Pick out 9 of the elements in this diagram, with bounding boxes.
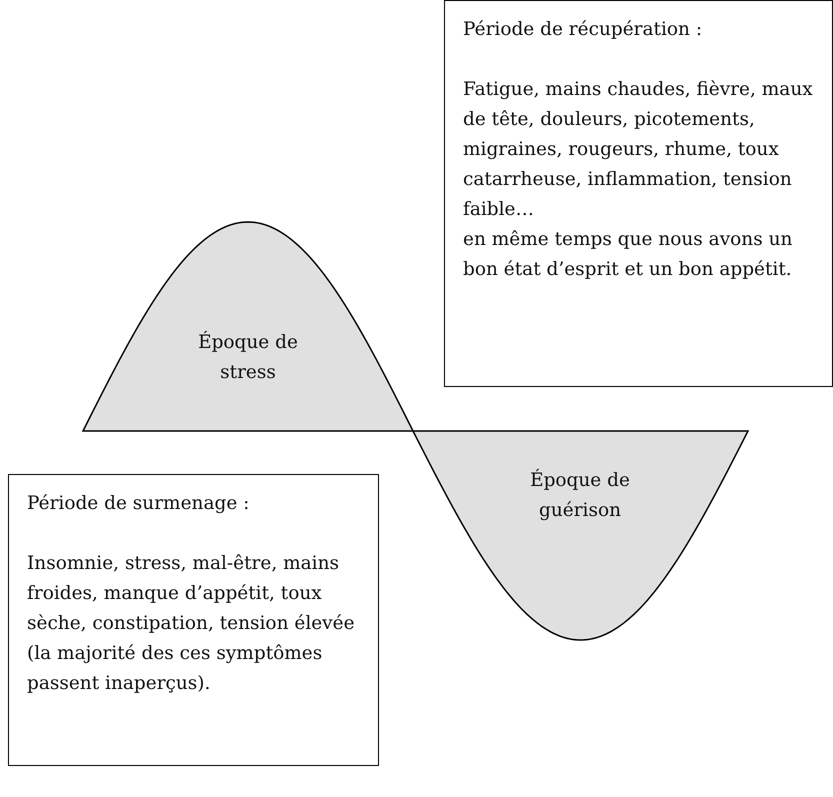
symptom-text: en même temps que nous avons un bon état d’esprit et un bon appétit. [463,228,794,282]
box-heading: Période de surmenage : [27,492,250,516]
symptom-text: Fatigue, mains chaudes, fièvre, maux de tête, douleurs, picotements, migraines, rougeurs, rhume, toux catarrheuse, inflammation, tension faible… [463,78,814,222]
text-box [444,0,833,387]
phase-label: Époque de stress [197,330,299,385]
text-box [8,474,379,766]
symptom-text: Insomnie, stress, mal-être, mains froides, manque d’appétit, toux sèche, constipation, tension élevée (la majorité des ces symptômes passent inaperçus). [27,552,356,696]
box-heading: Période de récupération : [463,18,704,42]
phase-label: Époque de guérison [529,468,631,523]
